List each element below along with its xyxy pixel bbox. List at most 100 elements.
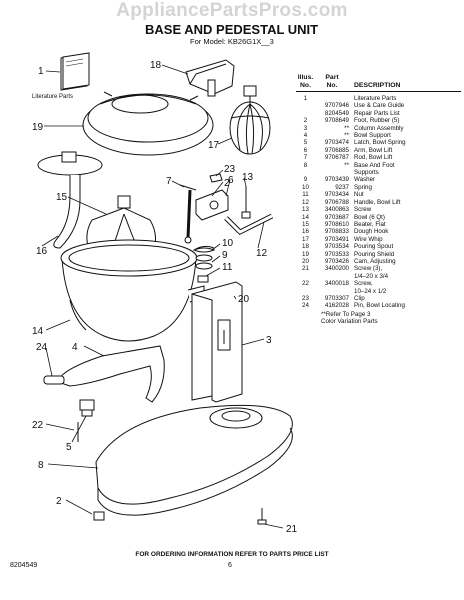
description: Supports — [354, 169, 379, 177]
legend-row: 3**Column Assembly — [296, 125, 461, 132]
illus-no: 22 — [302, 280, 309, 288]
part-no: 4162028 — [324, 302, 349, 310]
legend-row: 8**Base And Foot — [296, 162, 461, 169]
description: Foot, Rubber (5) — [354, 117, 400, 125]
callout-10: 10 — [222, 238, 234, 249]
part-no: 9237 — [335, 183, 349, 191]
bowl-lift-handle — [224, 213, 274, 236]
latch — [79, 399, 95, 417]
description: Handle, Bowl Lift — [354, 198, 401, 206]
description: Arm, Bowl Lift — [354, 146, 393, 154]
description: Bowl (6 Qt) — [354, 213, 385, 221]
callout-23: 23 — [224, 164, 236, 175]
legend-row: Supports — [296, 169, 461, 176]
callout-15: 15 — [56, 192, 68, 203]
callout-18: 18 — [150, 60, 162, 71]
callout-13: 13 — [242, 172, 254, 183]
illus-no — [296, 273, 315, 280]
description: 1/4–20 x 3/4 — [354, 272, 389, 280]
illus-no-header-bottom: No. — [300, 82, 311, 89]
description: Dough Hook — [354, 228, 389, 236]
description: 10–24 x 1/2 — [354, 287, 387, 295]
legend-row: 4**Bowl Support — [296, 132, 461, 139]
part-no: 3400200 — [324, 265, 349, 273]
part-no-header-bottom: No. — [326, 82, 338, 89]
wire-whip — [229, 85, 271, 155]
part-no: 9703439 — [324, 176, 349, 184]
part-no: 9703426 — [324, 257, 349, 265]
callout-24: 24 — [36, 342, 48, 353]
part-no: 9703434 — [324, 191, 349, 199]
rubber-foot — [93, 511, 105, 521]
description: Wire Whip — [354, 235, 383, 243]
column-assembly — [191, 281, 243, 403]
illus-no: 15 — [302, 220, 309, 228]
legend-header: Illus. No. Part No. DESCRIPTION — [296, 74, 461, 90]
description: Spring — [354, 183, 372, 191]
illus-no: 7 — [303, 154, 308, 162]
callout-20: 20 — [238, 294, 250, 305]
illus-no — [296, 288, 315, 295]
callout-2b: 2 — [56, 496, 62, 507]
pouring-spout — [185, 59, 235, 97]
spring-washer-nut — [192, 245, 216, 283]
description: Bowl Support — [354, 132, 391, 140]
part-no: 9706885 — [324, 146, 349, 154]
description: Screw — [354, 206, 372, 214]
callout-11: 11 — [222, 262, 233, 273]
base — [95, 404, 293, 516]
illus-no: 4 — [303, 132, 308, 140]
bowl-lift-rod — [179, 184, 197, 244]
description: Clip — [354, 294, 365, 302]
part-no: ** — [344, 161, 349, 169]
part-no — [315, 273, 354, 280]
part-no: 9703687 — [324, 213, 349, 221]
illus-no: 24 — [302, 302, 309, 310]
illus-no: 13 — [302, 206, 309, 214]
description: Literature Parts — [354, 95, 397, 102]
callout-2: 2 — [224, 178, 230, 189]
callout-3: 3 — [266, 335, 272, 346]
illus-no: 5 — [303, 139, 308, 147]
illus-no: 2 — [303, 117, 308, 125]
illus-no-header-top: Illus. — [297, 74, 314, 81]
dough-hook — [37, 151, 103, 249]
pin — [43, 375, 65, 385]
part-no: 9703491 — [324, 235, 349, 243]
part-no-header-top: Part — [325, 74, 339, 81]
ordering-footer: FOR ORDERING INFORMATION REFER TO PARTS … — [135, 551, 329, 558]
description: Column Assembly — [354, 124, 404, 132]
pouring-shield — [82, 91, 214, 156]
page-title: BASE AND PEDESTAL UNIT — [145, 22, 319, 37]
watermark: AppliancePartsPros.com — [116, 0, 348, 21]
part-no — [315, 169, 354, 176]
description: Nut — [354, 191, 364, 199]
illus-no — [296, 169, 315, 176]
callout-6: 6 — [228, 175, 234, 186]
part-no: 8204549 — [324, 109, 349, 117]
callout-8: 8 — [38, 460, 44, 471]
leader-lines — [41, 64, 284, 529]
screw-21 — [257, 508, 267, 525]
callout-22: 22 — [32, 420, 44, 431]
illus-no: 20 — [302, 257, 309, 265]
color-variation-note: **Refer To Page 3 Color Variation Parts — [321, 311, 461, 326]
part-no: 9703474 — [324, 139, 349, 147]
illus-no: 9 — [303, 176, 308, 184]
description: Latch, Bowl Spring — [354, 139, 406, 147]
bowl-support — [57, 345, 165, 403]
page-number: 6 — [228, 562, 232, 569]
illus-no: 8 — [303, 161, 308, 169]
